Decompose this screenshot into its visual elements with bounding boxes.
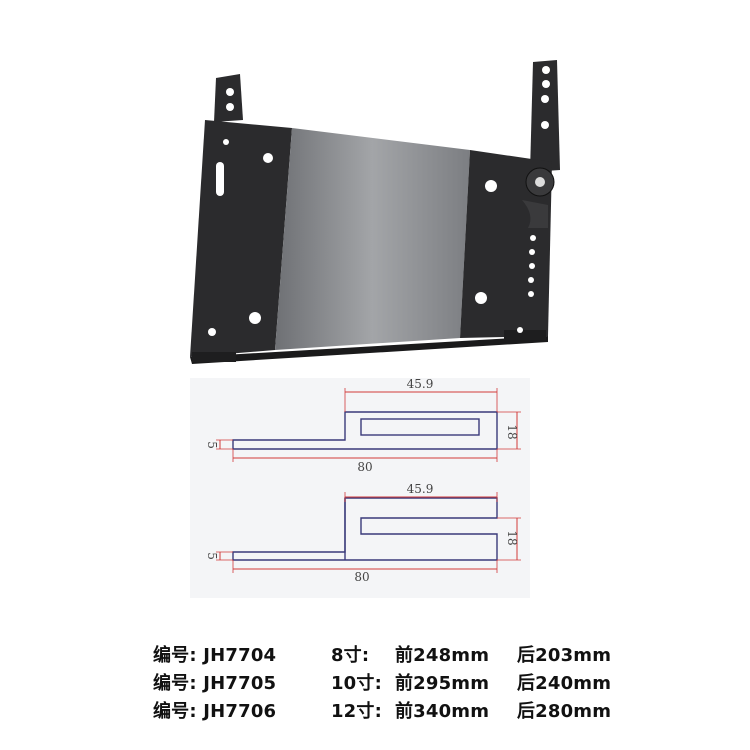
right-plate [460,150,552,338]
dim-length-label: 80 [357,460,372,474]
left-mounting-tab [214,74,243,122]
mounting-hole [475,292,487,304]
spec-row: 编号: JH7706 12寸: 前340mm 后280mm [140,676,740,723]
dim-height-label: 18 [505,530,519,545]
spec-back: 后280mm [516,701,612,722]
spec-size: 8寸: [330,645,370,666]
mounting-hole [542,80,550,88]
mounting-hole [542,66,550,74]
mounting-hole [249,312,261,324]
dim-thickness-label: 5 [205,552,219,560]
spec-back: 后240mm [516,673,612,694]
left-plate [190,120,292,357]
dim-top-width-label: 45.9 [407,482,434,496]
mounting-hole [485,180,497,192]
profile-drawing-1: 45.9 18 5 80 [205,377,521,474]
spec-back: 后203mm [516,645,612,666]
profile-drawing-2: 45.9 18 5 80 [205,482,521,584]
spec-front: 前248mm [394,645,490,666]
spec-code: 编号: JH7704 [152,645,277,666]
slot-hole [216,162,224,196]
spec-code: 编号: JH7705 [152,673,277,694]
mounting-hole [541,121,549,129]
spec-front: 前295mm [394,673,490,694]
spec-front: 前340mm [394,701,490,722]
cross-section-drawings: 45.9 18 5 80 45.9 18 5 80 [190,377,530,598]
spec-size: 12寸: [330,701,382,722]
center-plate [275,128,470,350]
dim-thickness-label: 5 [205,441,219,449]
mounting-hole [226,103,234,111]
spec-row: 编号: JH7704 8寸: 前248mm 后203mm [140,620,740,667]
spec-code: 编号: JH7706 [152,701,277,722]
dim-length-label: 80 [354,570,369,584]
mounting-hole [263,153,273,163]
seat-slider-bracket-image [190,60,560,364]
right-mounting-tab [530,60,560,172]
pivot-hole [535,177,545,187]
spec-size: 10寸: [330,673,382,694]
dim-height-label: 18 [505,424,519,439]
mounting-hole [226,88,234,96]
mounting-hole [541,95,549,103]
dim-top-width-label: 45.9 [407,377,434,391]
spec-row: 编号: JH7705 10寸: 前295mm 后240mm [140,648,740,695]
